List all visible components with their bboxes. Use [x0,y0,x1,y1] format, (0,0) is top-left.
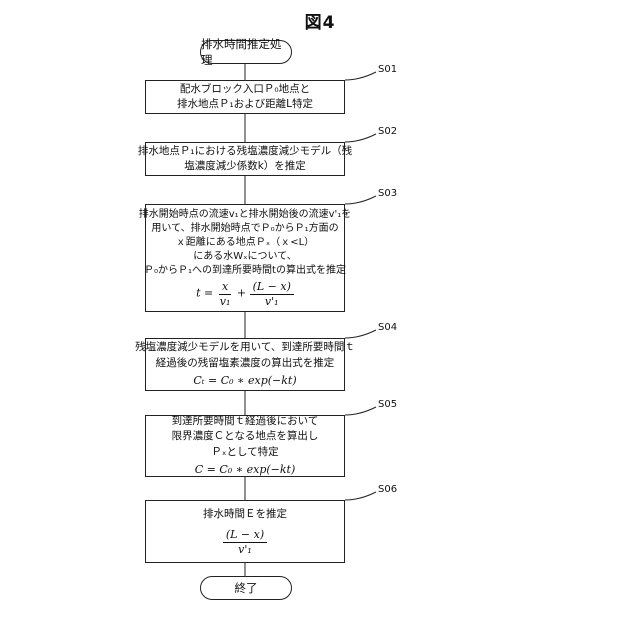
step-s03-line-3: ｘ距離にある地点Ｐₓ（ｘ<L） [176,236,314,250]
step-s05-line-2: 限界濃度Ｃとなる地点を算出し [172,429,319,444]
leader-s05 [345,407,376,415]
step-s06-box: 排水時間Ｅを推定 (L − x)v'₁ [145,500,345,563]
step-s02-box: 排水地点Ｐ₁における残塩濃度減少モデル（残 塩濃度減少係数k）を推定 [145,142,345,176]
step-s05-line-1: 到達所要時間ｔ経過後において [172,414,319,429]
step-s04-id: S04 [378,322,397,333]
step-s02-line-2: 塩濃度減少係数k）を推定 [184,159,306,174]
step-s05-box: 到達所要時間ｔ経過後において 限界濃度Ｃとなる地点を算出し Ｐₓとして特定 C … [145,415,345,477]
step-s04-line-1: 残塩濃度減少モデルを用いて、到達所要時間ｔ [135,340,355,355]
step-s02-line-1: 排水地点Ｐ₁における残塩濃度減少モデル（残 [138,144,352,159]
step-s03-line-5: Ｐ₀からＰ₁への到達所要時間tの算出式を推定 [144,264,346,278]
leader-s06 [345,492,376,500]
end-label: 終了 [235,580,258,596]
step-s05-id: S05 [378,399,397,410]
step-s03-line-1: 排水開始時点の流速v₁と排水開始後の流速v'₁を [139,208,352,222]
step-s06-id: S06 [378,484,397,495]
step-s04-line-2: 経過後の残留塩素濃度の算出式を推定 [156,356,335,371]
step-s03-line-4: にある水Wₓについて、 [193,250,297,264]
step-s03-box: 排水開始時点の流速v₁と排水開始後の流速v'₁を 用いて、排水開始時点でＰ₀から… [145,204,345,312]
leader-s01 [345,72,376,80]
start-terminal: 排水時間推定処理 [200,40,292,64]
step-s02-id: S02 [378,126,397,137]
step-s01-line-1: 配水ブロック入口Ｐ₀地点と [180,82,310,97]
step-s05-formula: C = C₀ ∗ exp(−kt) [195,462,296,478]
start-label: 排水時間推定処理 [201,36,291,68]
end-terminal: 終了 [200,576,292,600]
step-s05-line-3: Ｐₓとして特定 [211,445,278,460]
step-s03-formula: t = xv₁ + (L − x)v'₁ [196,280,294,307]
leader-s02 [345,134,376,142]
leader-s04 [345,330,376,338]
step-s03-id: S03 [378,188,397,199]
step-s06-line-1: 排水時間Ｅを推定 [203,507,287,522]
step-s03-line-2: 用いて、排水開始時点でＰ₀からＰ₁方面の [151,222,338,236]
step-s06-formula: (L − x)v'₁ [223,528,267,555]
step-s01-line-2: 排水地点Ｐ₁および距離L特定 [177,97,313,112]
leader-s03 [345,196,376,204]
step-s04-box: 残塩濃度減少モデルを用いて、到達所要時間ｔ 経過後の残留塩素濃度の算出式を推定 … [145,338,345,391]
step-s04-formula: Cₜ = C₀ ∗ exp(−kt) [193,373,296,389]
step-s01-box: 配水ブロック入口Ｐ₀地点と 排水地点Ｐ₁および距離L特定 [145,80,345,114]
step-s01-id: S01 [378,64,397,75]
